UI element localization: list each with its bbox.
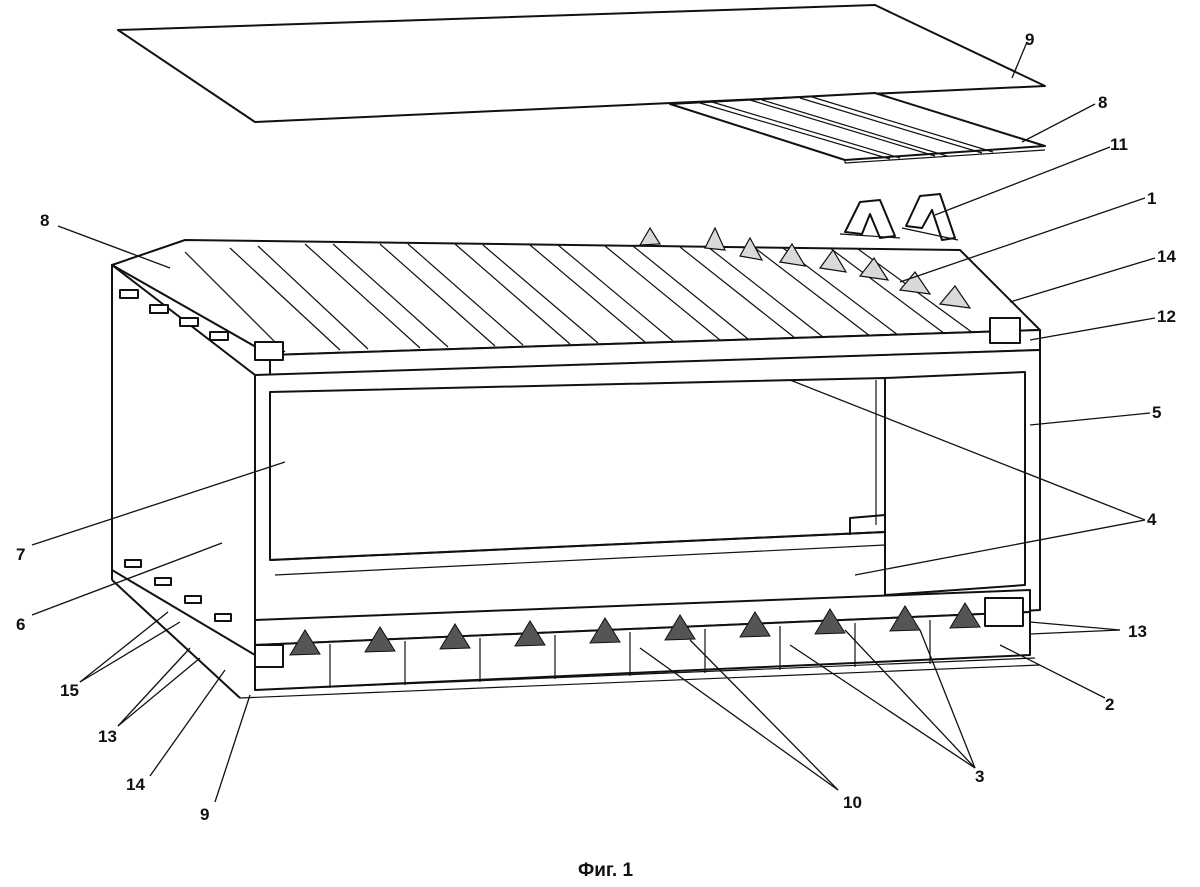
label-10: 10 <box>843 793 862 812</box>
container-body <box>111 226 1041 699</box>
label-4: 4 <box>1147 510 1157 529</box>
reference-labels: 9 8 11 1 8 14 12 5 4 7 6 13 15 13 2 14 3… <box>16 30 1176 824</box>
top-deck-planks <box>184 243 974 353</box>
label-7: 7 <box>16 545 25 564</box>
label-12: 12 <box>1157 307 1176 326</box>
label-14-right: 14 <box>1157 247 1176 266</box>
label-3: 3 <box>975 767 984 786</box>
label-9-bottom: 9 <box>200 805 209 824</box>
label-1: 1 <box>1147 189 1156 208</box>
top-cover-sheet <box>117 4 1046 123</box>
label-15: 15 <box>60 681 79 700</box>
exploded-spacer-clips <box>839 193 959 241</box>
label-5: 5 <box>1152 403 1161 422</box>
label-14-left: 14 <box>126 775 145 794</box>
leader-lines <box>31 41 1156 803</box>
top-rib-clips <box>638 226 972 309</box>
label-2: 2 <box>1105 695 1114 714</box>
label-13-left: 13 <box>98 727 117 746</box>
label-8-right: 8 <box>1098 93 1107 112</box>
left-side-slots <box>119 289 232 622</box>
figure-caption: Фиг. 1 <box>578 860 633 881</box>
label-9-top: 9 <box>1025 30 1034 49</box>
label-6: 6 <box>16 615 25 634</box>
label-8-left: 8 <box>40 211 49 230</box>
exploded-planks <box>669 92 1046 164</box>
label-11: 11 <box>1110 135 1128 154</box>
label-13-right: 13 <box>1128 622 1147 641</box>
